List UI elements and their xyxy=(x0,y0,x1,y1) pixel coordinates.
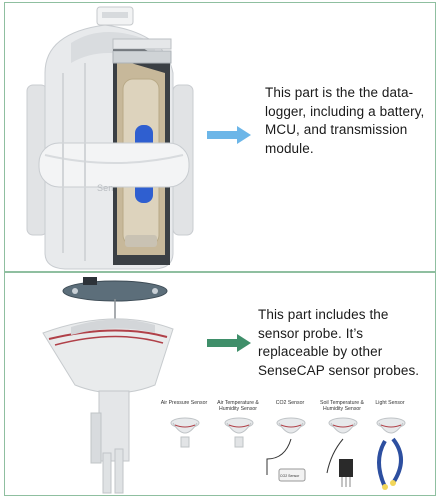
probe-label-air-temperature-humidity: Air Temperature & Humidity Sensor xyxy=(217,400,259,412)
right-arrow-icon xyxy=(207,126,251,144)
probe-air-pressure xyxy=(170,417,200,448)
probe-pin xyxy=(90,412,102,464)
cone-inner xyxy=(71,319,155,335)
probe-light xyxy=(376,417,406,490)
clamp-ridge xyxy=(44,154,184,164)
probe-pin xyxy=(102,452,112,494)
connector-chip xyxy=(83,277,97,285)
probe-soil-temperature-humidity xyxy=(326,417,358,487)
device-brand-fragment: Sen xyxy=(97,183,114,193)
data-logger-panel: Sen xyxy=(4,2,436,272)
mount-hole xyxy=(152,288,158,294)
probe-pin xyxy=(114,448,124,494)
seal-ring xyxy=(48,329,168,340)
data-logger-description: This part is the the data-logger, includ… xyxy=(265,85,425,156)
probe-label-soil-temperature-humidity: Soil Temperature & Humidity Sensor xyxy=(319,400,365,412)
probe-stem xyxy=(98,390,130,462)
mcu-board xyxy=(112,50,172,64)
right-arrow-icon xyxy=(207,334,251,352)
battery-base xyxy=(125,235,157,247)
co2-module-tag: CO2 Sensor xyxy=(280,474,300,478)
probe-label-light: Light Sensor xyxy=(375,400,405,406)
top-cap-grip xyxy=(102,12,128,18)
probe-label-air-pressure: Air Pressure Sensor xyxy=(160,400,208,406)
clamp-band xyxy=(38,142,190,188)
sensor-probe-panel xyxy=(4,272,436,496)
probe-label-co2: CO2 Sensor xyxy=(275,400,305,406)
sensor-probe-description: This part includes the sensor probe. It’… xyxy=(258,307,420,378)
circuit-board-disc xyxy=(62,280,168,302)
data-logger-illustration xyxy=(26,6,194,270)
seal-ring xyxy=(54,335,164,346)
mount-hole xyxy=(72,288,78,294)
probe-air-temperature-humidity xyxy=(224,417,254,448)
sensor-probe-illustration xyxy=(42,277,406,494)
probe-co2 xyxy=(266,417,306,482)
transmission-module xyxy=(112,38,172,50)
